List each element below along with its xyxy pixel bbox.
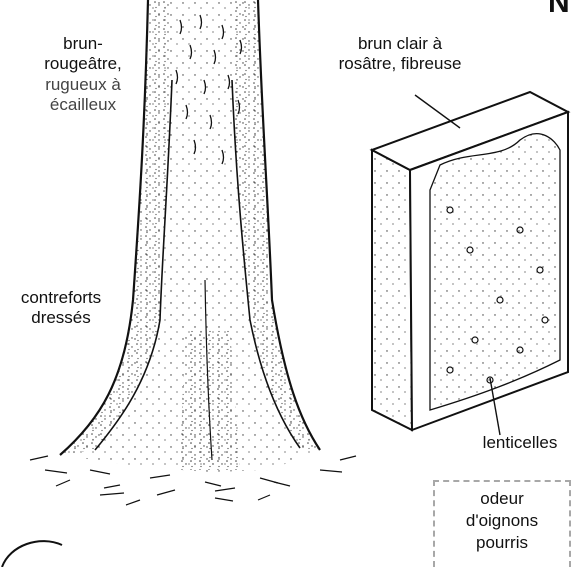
bark-texture-label: rugueux à écailleux	[28, 75, 138, 115]
note-line-1: odeur	[435, 488, 569, 510]
note-line-2: d'oignons	[435, 510, 569, 532]
inner-label-line-2: rosâtre, fibreuse	[305, 54, 495, 74]
partial-leaf-outline	[2, 541, 62, 567]
smell-note-text: odeur d'oignons pourris	[435, 488, 569, 554]
bark-label-line-4: écailleux	[28, 95, 138, 115]
inner-bark-label: brun clair à rosâtre, fibreuse	[305, 34, 495, 74]
bark-label-line-2: rougeâtre,	[28, 54, 138, 74]
buttress-label-line-1: contreforts	[2, 288, 120, 308]
buttress-label: contreforts dressés	[2, 288, 120, 328]
bark-label-line-1: brun-	[28, 34, 138, 54]
bark-block	[372, 92, 568, 430]
bark-color-label: brun- rougeâtre,	[28, 34, 138, 74]
lenticels-label-text: lenticelles	[470, 433, 570, 453]
lenticels-label: lenticelles	[470, 433, 570, 453]
buttress-label-line-2: dressés	[2, 308, 120, 328]
corner-letter: N	[548, 0, 570, 20]
inner-label-line-1: brun clair à	[305, 34, 495, 54]
smell-note-box: odeur d'oignons pourris	[433, 480, 571, 567]
note-line-3: pourris	[435, 532, 569, 554]
bark-label-line-3: rugueux à	[28, 75, 138, 95]
